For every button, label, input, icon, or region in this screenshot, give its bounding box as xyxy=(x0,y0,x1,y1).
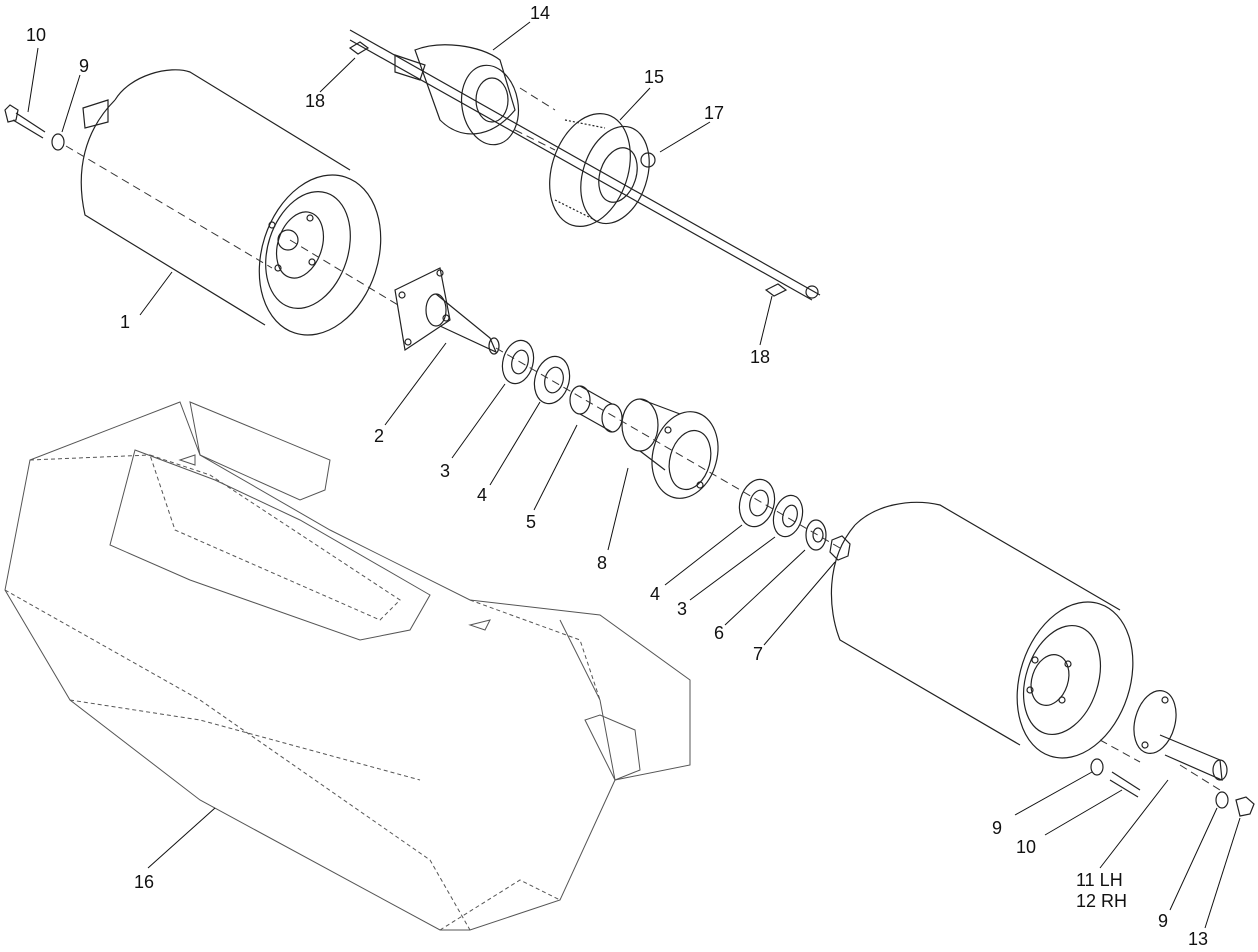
callout-1: 1 xyxy=(120,312,131,332)
callout-7: 7 xyxy=(753,644,764,664)
callout-6: 6 xyxy=(714,623,725,643)
washer-9-bottom xyxy=(1216,792,1228,808)
callout-11-lh: 11 LH xyxy=(1076,870,1123,890)
leader-lines xyxy=(27,21,1241,929)
nut-17 xyxy=(641,153,655,167)
bolt-10-right xyxy=(1110,772,1140,797)
washer-9-top xyxy=(52,134,64,150)
callout-3-right: 3 xyxy=(677,599,688,619)
callout-14: 14 xyxy=(530,3,551,23)
spacer-5 xyxy=(570,386,622,432)
callout-16: 16 xyxy=(134,872,155,892)
housing-8 xyxy=(622,399,727,506)
nut-7 xyxy=(830,536,850,560)
washer-6 xyxy=(806,520,826,550)
callout-4-left: 4 xyxy=(477,485,488,505)
callout-9-right: 9 xyxy=(992,818,1003,838)
hub-2 xyxy=(395,268,499,354)
callout-10-top: 10 xyxy=(26,25,47,45)
callout-15: 15 xyxy=(644,67,665,87)
callout-18-mid: 18 xyxy=(750,347,771,367)
roller-left-1 xyxy=(81,70,400,351)
callout-12-rh: 12 RH xyxy=(1076,891,1128,911)
callout-5: 5 xyxy=(526,512,537,532)
callout-4-right: 4 xyxy=(650,584,661,604)
drive-assembly-14 xyxy=(350,30,820,300)
callout-2: 2 xyxy=(374,426,385,446)
callout-9-bottom: 9 xyxy=(1158,911,1169,931)
callout-9-top: 9 xyxy=(79,56,90,76)
callout-3-left: 3 xyxy=(440,461,451,481)
hub-11-12 xyxy=(1127,686,1227,780)
washer-9-right xyxy=(1091,759,1103,775)
callout-8: 8 xyxy=(597,553,608,573)
callout-13: 13 xyxy=(1188,929,1209,949)
bearing-4-right xyxy=(734,475,779,530)
alignment-lines xyxy=(65,87,1221,791)
key-18-mid xyxy=(766,284,818,298)
key-18-top xyxy=(350,42,368,54)
callout-17: 17 xyxy=(704,103,725,123)
callout-10-right: 10 xyxy=(1016,837,1037,857)
callout-18-top: 18 xyxy=(305,91,326,111)
bolt-13 xyxy=(1236,797,1254,816)
bolt-10-top xyxy=(5,105,45,138)
roller-right xyxy=(831,502,1152,773)
gear-15 xyxy=(536,103,661,237)
seal-3-right xyxy=(769,492,807,540)
bearing-4-left xyxy=(529,352,574,407)
seal-3-left xyxy=(498,337,538,387)
grass-catcher-16 xyxy=(5,402,690,930)
